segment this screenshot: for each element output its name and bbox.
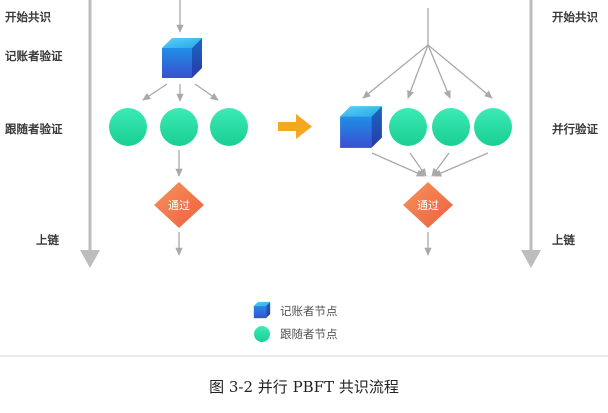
right-merge-arrow-2	[409, 152, 427, 177]
left-timeline-axis	[80, 0, 100, 268]
left-flow: 通过	[109, 0, 248, 256]
right-stage-start-label: 开始共识	[552, 10, 598, 24]
legend-leader-cube-icon	[253, 301, 271, 319]
right-fan-arrow-2	[407, 44, 429, 99]
legend-leader-label: 记账者节点	[280, 304, 338, 318]
left-stage-start-label: 开始共识	[5, 10, 51, 24]
right-stage-chain-label: 上链	[552, 233, 575, 247]
legend-follower-circle-icon	[254, 326, 270, 342]
right-flow: 通过	[340, 8, 512, 256]
left-stage-chain-label: 上链	[36, 233, 59, 247]
figure-caption: 图 3-2 并行 PBFT 共识流程	[209, 378, 399, 396]
right-fan-arrow-4	[427, 44, 493, 99]
right-pass-label: 通过	[417, 199, 439, 212]
right-merge-arrow-1	[371, 152, 425, 177]
right-merge-arrow-4	[433, 152, 489, 177]
left-follower-node-1	[109, 108, 147, 146]
right-follower-node-1	[389, 108, 427, 146]
left-leader-to-follower-3-arrow	[194, 83, 219, 101]
left-follower-node-2	[160, 108, 198, 146]
right-fan-arrow-3	[427, 44, 451, 99]
transition-arrow-icon	[278, 114, 312, 139]
right-fan-arrow-1	[362, 44, 429, 99]
right-leader-cube-icon	[340, 106, 382, 148]
left-pass-label: 通过	[168, 199, 190, 212]
right-pass-diamond	[403, 182, 453, 228]
right-follower-node-3	[474, 108, 512, 146]
right-timeline-axis	[521, 0, 541, 268]
left-leader-cube-icon	[162, 38, 202, 78]
left-leader-to-follower-1-arrow	[142, 83, 168, 101]
left-follower-node-3	[210, 108, 248, 146]
right-stage-parallel-verify-label: 并行验证	[552, 122, 598, 136]
left-stage-leader-verify-label: 记账者验证	[5, 49, 63, 63]
right-follower-node-2	[432, 108, 470, 146]
legend: 记账者节点 跟随者节点	[253, 301, 338, 342]
legend-follower-label: 跟随者节点	[280, 327, 338, 341]
left-stage-follower-verify-label: 跟随者验证	[5, 122, 63, 136]
left-pass-diamond	[154, 182, 204, 228]
